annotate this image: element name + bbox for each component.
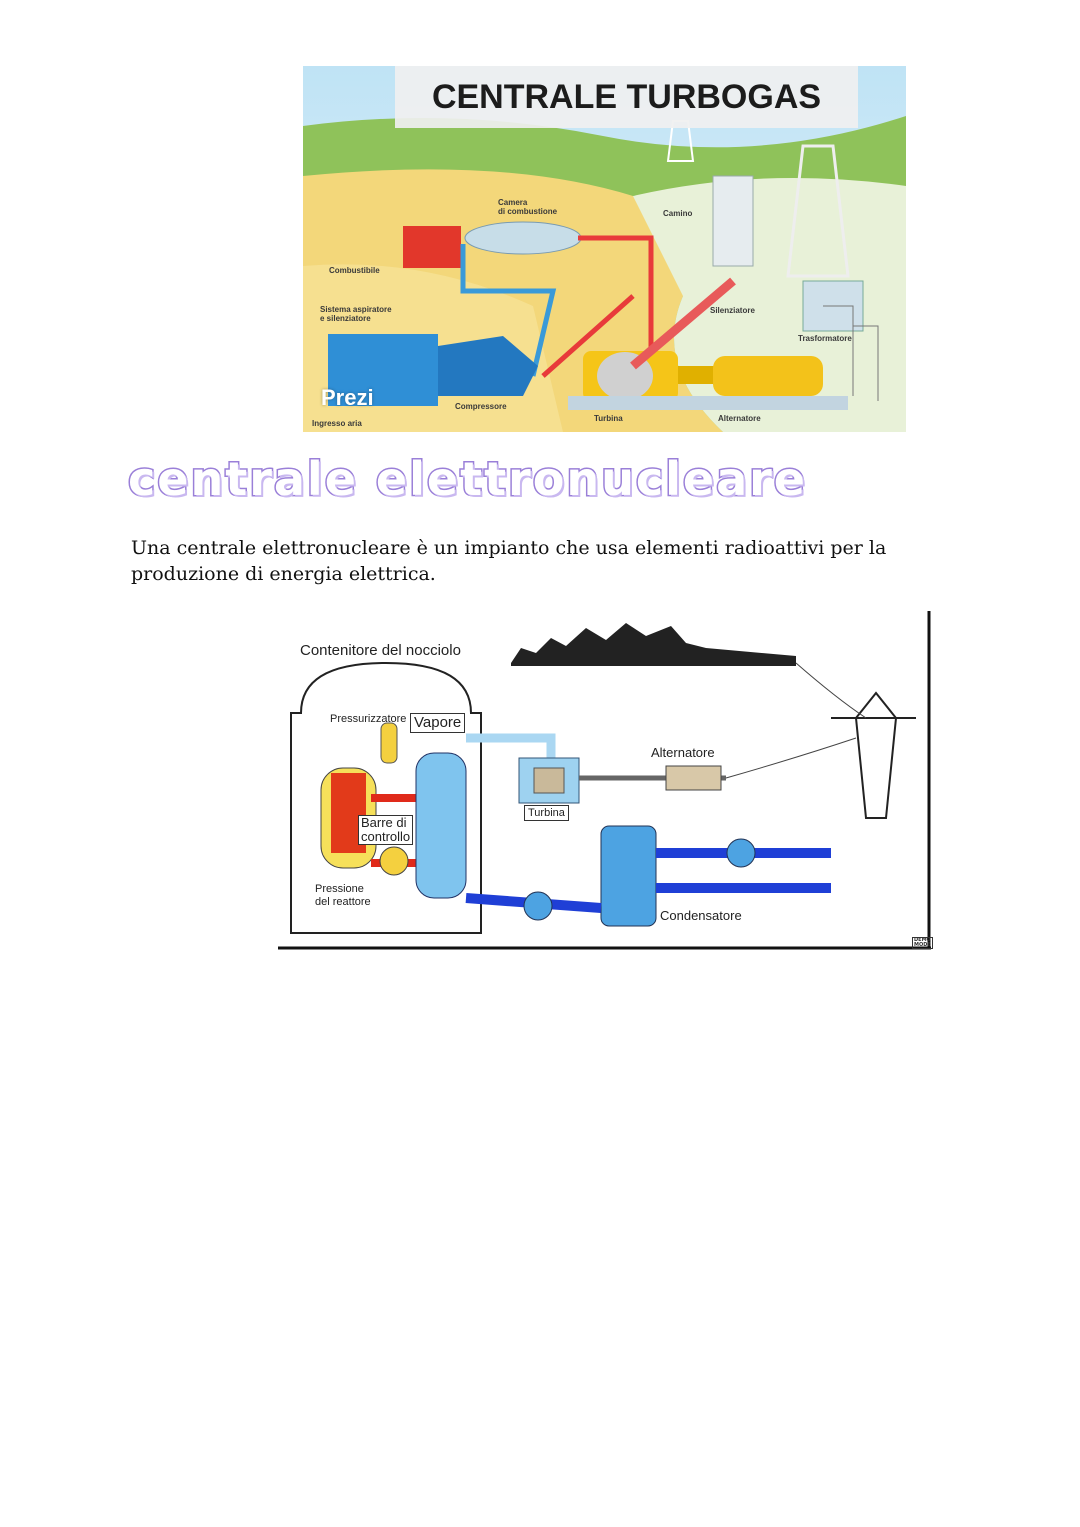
- label-contenitore: Contenitore del nocciolo: [300, 642, 461, 659]
- demo-mode-badge: DEMO MODE: [912, 937, 933, 949]
- turbogas-title: CENTRALE TURBOGAS: [395, 66, 858, 128]
- label-alternatore: Alternatore: [718, 414, 761, 423]
- label-pressione-reattore: Pressione del reattore: [315, 883, 371, 908]
- nuclear-drawing: [278, 611, 931, 950]
- prezi-watermark: Prezi: [321, 385, 374, 410]
- label-condensatore: Condensatore: [660, 908, 742, 923]
- label-camera-combustione: Camera di combustione: [498, 198, 558, 216]
- label-pressurizzatore: Pressurizzatore: [330, 713, 407, 725]
- intro-paragraph: Una centrale elettronucleare è un impian…: [131, 537, 887, 585]
- label-turbina: Turbina: [594, 414, 623, 423]
- label-camino: Camino: [663, 209, 693, 218]
- label-combustibile: Combustibile: [329, 266, 380, 275]
- section-heading: centrale elettronucleare: [127, 451, 807, 508]
- label-compressore: Compressore: [455, 402, 507, 411]
- label-ingresso-aria: Ingresso aria: [312, 419, 362, 428]
- label-turbina-nucleare: Turbina: [524, 805, 569, 821]
- label-trasformatore: Trasformatore: [798, 334, 852, 343]
- label-alternatore-nucleare: Alternatore: [651, 745, 715, 760]
- label-barre-controllo: Barre di controllo: [358, 815, 414, 845]
- label-silenziatore: Silenziatore: [710, 306, 755, 315]
- nuclear-plant-diagram: [276, 608, 936, 953]
- label-sistema-aspiratore: Sistema aspiratore e silenziatore: [320, 305, 392, 323]
- label-vapore: Vapore: [410, 713, 466, 733]
